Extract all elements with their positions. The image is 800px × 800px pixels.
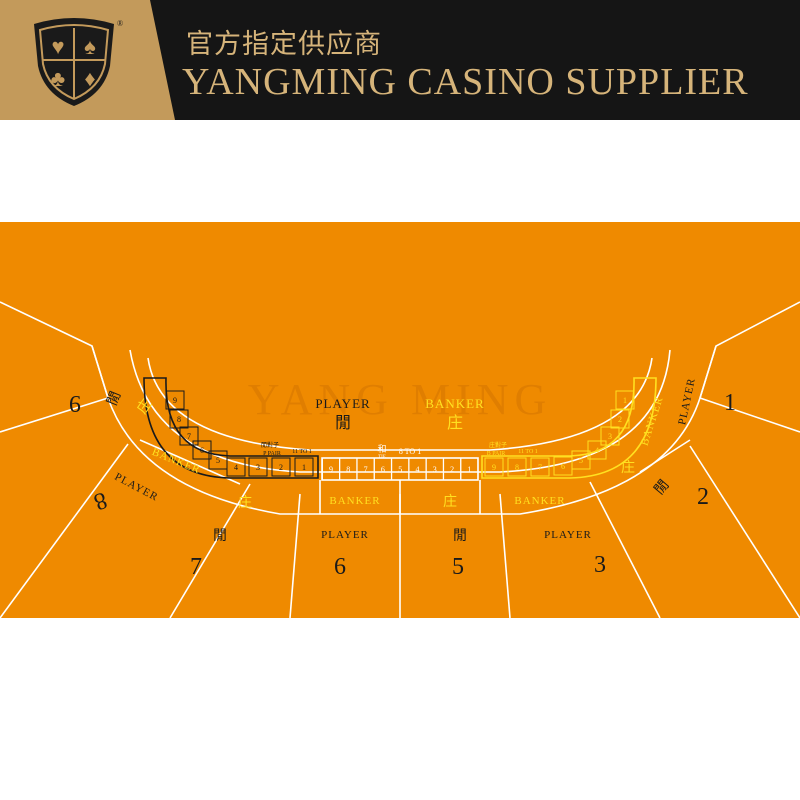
player-pair-box-1[interactable]	[294, 457, 314, 477]
banker-row-label-left: BANKER	[150, 446, 202, 476]
banker-pair-box-5[interactable]	[571, 450, 591, 470]
center-banker-label: BANKER	[425, 396, 484, 411]
player-row-cn-right: 閒	[652, 478, 672, 498]
banker-pair-box-number: 3	[608, 432, 612, 441]
banker-pair-box-2[interactable]	[610, 409, 630, 429]
player-pair-box-number: 5	[216, 456, 220, 465]
player-pair-box-number: 9	[173, 396, 177, 405]
svg-text:♦: ♦	[84, 66, 95, 91]
seat-number-1: 1	[724, 390, 736, 416]
banker-row-label-right-top: BANKER	[639, 395, 666, 447]
seat-number-3: 3	[594, 552, 606, 578]
center-player-cn: 閒	[335, 415, 351, 432]
svg-text:♣: ♣	[51, 66, 65, 91]
tie-box-number: 5	[398, 465, 402, 474]
tie-payout: 8 TO 1	[399, 447, 421, 456]
layout-lines	[0, 301, 800, 618]
banker-pair-box-number: 2	[618, 415, 622, 424]
player-pair-label: P PAIR	[263, 451, 281, 457]
banker-pair-numbers: 9 8 7 6 5 432 1	[484, 390, 635, 477]
header-banner: ♥ ♠ ♣ ♦ ® 官方指定供应商 YANGMING CASINO SUPPLI…	[0, 0, 800, 120]
player-pair-box-number: 4	[234, 463, 238, 472]
tie-box-number: 8	[346, 465, 350, 474]
player-pair-box-3[interactable]	[248, 457, 268, 477]
seat-number-6: 6	[334, 554, 346, 580]
center-banker-cn: 庄	[447, 414, 463, 432]
player-pair-boxes	[143, 377, 319, 479]
registered-mark: ®	[117, 19, 123, 28]
player-pair-numbers: 9 876 5 4 3 2 1	[165, 390, 314, 477]
banker-pair-box-4[interactable]	[587, 440, 607, 460]
banker-row-cn-left-top: 庄	[133, 396, 155, 417]
banker-row-cn-left: 庄	[238, 494, 252, 511]
player-row-label-right: PLAYER	[544, 529, 592, 541]
player-pair-box-number: 7	[187, 432, 191, 441]
seat-number-2: 2	[697, 484, 709, 510]
tie-box-number: 7	[364, 465, 368, 474]
banker-pair-cn: 庄對子	[489, 441, 507, 449]
svg-text:♠: ♠	[84, 34, 96, 59]
player-pair-box-9[interactable]	[165, 390, 185, 410]
player-pair-box-2[interactable]	[271, 457, 291, 477]
banker-pair-box-number: 7	[538, 463, 542, 472]
player-pair-box-number: 8	[177, 415, 181, 424]
player-row-label-right-top: PLAYER	[676, 377, 698, 426]
banker-row-cn-center: 庄	[443, 493, 457, 510]
baccarat-table-felt: YANG MING PLAYER 閒 BANKER 庄 和 TIE 8 TO 1…	[0, 222, 800, 618]
player-pair-box-6[interactable]	[192, 440, 212, 460]
seat-number-5: 5	[452, 554, 464, 580]
player-pair-box-number: 1	[302, 463, 306, 472]
player-pair-box-number: 3	[256, 463, 260, 472]
banker-pair-boxes	[481, 377, 657, 479]
banker-pair-box-number: 9	[492, 463, 496, 472]
seat-number-7: 7	[190, 554, 202, 580]
english-title: YANGMING CASINO SUPPLIER	[182, 61, 749, 103]
banker-pair-box-3[interactable]	[600, 426, 620, 446]
logo-shield-icon: ♥ ♠ ♣ ♦ ®	[34, 18, 123, 106]
banker-pair-label: B PAIR	[487, 451, 506, 457]
banker-pair-box-number: 1	[623, 396, 627, 405]
banker-pair-box-8[interactable]	[507, 457, 527, 477]
player-pair-box-4[interactable]	[226, 457, 246, 477]
watermark-text: YANG MING	[248, 375, 553, 424]
tie-box-number: 6	[381, 465, 385, 474]
tie-numbers: 9 8 7 6 5 4 3 2 1	[322, 457, 479, 481]
player-row-cn-center: 閒	[453, 529, 467, 544]
banker-pair-box-number: 4	[595, 446, 599, 455]
player-pair-box-number: 6	[200, 446, 204, 455]
player-row-cn-left: 閒	[213, 529, 227, 544]
banker-pair-box-1[interactable]	[615, 390, 635, 410]
center-player-label: PLAYER	[315, 396, 370, 411]
banker-row-label-right: BANKER	[514, 495, 565, 507]
banker-pair-box-9[interactable]	[484, 457, 504, 477]
tie-box-number: 1	[467, 465, 471, 474]
player-pair-cn: 閒對子	[261, 441, 279, 449]
player-row-cn-left-top: 閒	[105, 389, 124, 408]
table-layout: YANG MING PLAYER 閒 BANKER 庄 和 TIE 8 TO 1…	[0, 301, 800, 618]
banker-row-label-center: BANKER	[329, 495, 380, 507]
tie-box-number: 9	[329, 465, 333, 474]
tie-cn: 和	[377, 444, 386, 454]
tie-box-number: 3	[433, 465, 437, 474]
banker-pair-box-7[interactable]	[530, 457, 550, 477]
player-pair-box-number: 2	[279, 463, 283, 472]
banker-pair-box-number: 6	[561, 462, 565, 471]
player-row-label-center: PLAYER	[321, 529, 369, 541]
chinese-title: 官方指定供应商	[186, 29, 382, 60]
player-pair-payout: 11 TO 1	[292, 449, 312, 455]
banker-pair-box-number: 5	[579, 456, 583, 465]
tie-box-1[interactable]	[460, 457, 479, 481]
player-row-label-left: PLAYER	[112, 471, 160, 504]
banker-pair-payout: 11 TO 1	[518, 449, 538, 455]
player-pair-box-7[interactable]	[179, 426, 199, 446]
banker-pair-box-number: 8	[515, 463, 519, 472]
player-pair-box-8[interactable]	[169, 409, 189, 429]
tie-box-number: 4	[416, 465, 420, 474]
seat-number-9: 9	[69, 390, 81, 416]
seat-number-8: 8	[90, 486, 110, 515]
svg-text:♥: ♥	[51, 34, 64, 59]
tie-box-number: 2	[450, 465, 454, 474]
banker-row-cn-right: 庄	[621, 459, 635, 476]
